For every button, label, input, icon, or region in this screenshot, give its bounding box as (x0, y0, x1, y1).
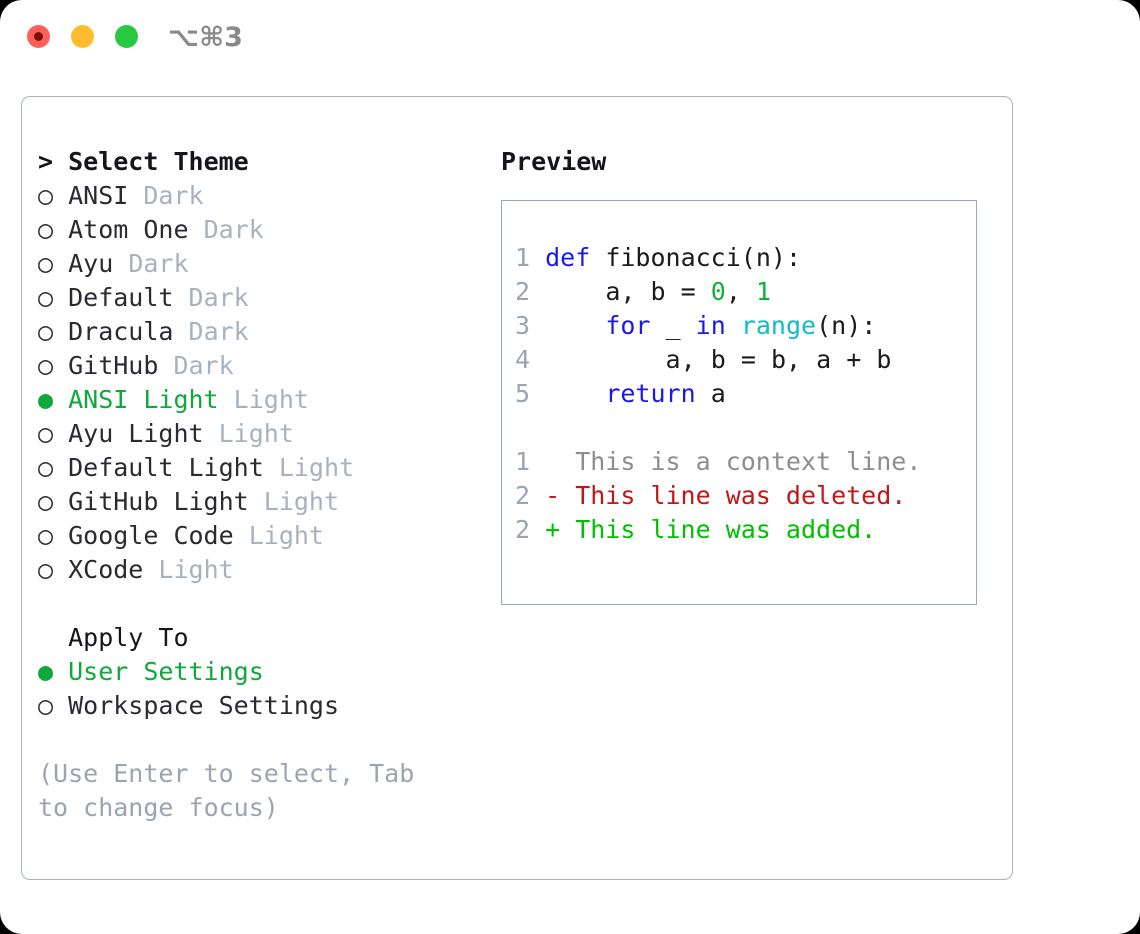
radio-unselected-icon: ○ (38, 419, 54, 448)
radio-unselected-icon: ○ (38, 215, 54, 244)
radio-selected-icon: ● (38, 385, 54, 414)
code-line: 3 for _ in range(n): (515, 309, 970, 343)
theme-option-default-light[interactable]: ○ Default Light Light (38, 451, 468, 485)
code-line: 4 a, b = b, a + b (515, 343, 970, 377)
line-number: 2 (515, 481, 531, 510)
theme-option-label: ANSI (53, 181, 129, 210)
window-controls (27, 25, 138, 48)
theme-option-xcode[interactable]: ○ XCode Light (38, 553, 468, 587)
theme-option-variant: Dark (113, 249, 189, 278)
theme-option-github-light[interactable]: ○ GitHub Light Light (38, 485, 468, 519)
line-number: 1 (515, 243, 531, 272)
theme-option-github[interactable]: ○ GitHub Dark (38, 349, 468, 383)
apply-to-label: Apply To (68, 623, 189, 652)
radio-unselected-icon: ○ (38, 555, 54, 584)
theme-option-variant: Light (143, 555, 234, 584)
line-number: 2 (515, 277, 531, 306)
theme-option-variant: Light (263, 453, 355, 482)
title-bar: ⌥⌘3 (0, 0, 1140, 78)
theme-option-label: GitHub Light (53, 487, 249, 516)
theme-option-label: ANSI Light (53, 385, 219, 414)
theme-option-label: Ayu Light (53, 419, 204, 448)
apply-to-option-user-settings[interactable]: ● User Settings (38, 655, 468, 689)
code-line: 5 return a (515, 377, 970, 411)
radio-unselected-icon: ○ (38, 283, 54, 312)
theme-option-variant: Dark (173, 317, 249, 346)
diff-line-text: - This line was deleted. (545, 481, 907, 510)
theme-option-variant: Light (218, 385, 309, 414)
theme-option-variant: Dark (173, 283, 249, 312)
line-number: 4 (515, 345, 531, 374)
maximize-button[interactable] (115, 25, 138, 48)
theme-option-variant: Dark (188, 215, 264, 244)
code-line: 2 a, b = 0, 1 (515, 275, 970, 309)
theme-option-variant: Light (203, 419, 294, 448)
apply-to-option-label: User Settings (53, 657, 264, 686)
main-panel: > Select Theme ○ ANSI Dark○ Atom One Dar… (21, 96, 1013, 880)
theme-option-label: Default Light (53, 453, 264, 482)
theme-option-default[interactable]: ○ Default Dark (38, 281, 468, 315)
close-button[interactable] (27, 25, 50, 48)
theme-option-ansi-light[interactable]: ● ANSI Light Light (38, 383, 468, 417)
diff-line-text: This is a context line. (545, 447, 922, 476)
line-number: 3 (515, 311, 531, 340)
radio-unselected-icon: ○ (38, 317, 54, 346)
theme-option-ayu-light[interactable]: ○ Ayu Light Light (38, 417, 468, 451)
theme-option-variant: Dark (158, 351, 234, 380)
diff-line-added: 2 + This line was added. (515, 513, 970, 547)
theme-option-label: Ayu (53, 249, 114, 278)
radio-unselected-icon: ○ (38, 351, 54, 380)
theme-picker-column: > Select Theme ○ ANSI Dark○ Atom One Dar… (38, 145, 468, 825)
theme-option-atom-one[interactable]: ○ Atom One Dark (38, 213, 468, 247)
theme-option-variant: Light (248, 487, 340, 516)
diff-line-deleted: 2 - This line was deleted. (515, 479, 970, 513)
theme-option-variant: Light (233, 521, 324, 550)
line-number: 5 (515, 379, 531, 408)
theme-option-label: Default (53, 283, 174, 312)
preview-heading: Preview (501, 147, 607, 176)
radio-unselected-icon: ○ (38, 453, 54, 482)
line-number: 1 (515, 447, 531, 476)
minimize-button[interactable] (71, 25, 94, 48)
radio-unselected-icon: ○ (38, 691, 54, 720)
apply-to-option-label: Workspace Settings (53, 691, 340, 720)
theme-option-dracula[interactable]: ○ Dracula Dark (38, 315, 468, 349)
theme-option-label: Google Code (53, 521, 234, 550)
hint-spacer (38, 723, 468, 757)
apply-to-option-workspace-settings[interactable]: ○ Workspace Settings (38, 689, 468, 723)
radio-unselected-icon: ○ (38, 487, 54, 516)
theme-option-label: XCode (53, 555, 144, 584)
line-number: 2 (515, 515, 531, 544)
keyboard-shortcut-label: ⌥⌘3 (168, 22, 243, 53)
radio-unselected-icon: ○ (38, 521, 54, 550)
radio-unselected-icon: ○ (38, 249, 54, 278)
section-spacer (38, 587, 468, 621)
theme-option-label: Dracula (53, 317, 174, 346)
radio-selected-icon: ● (38, 657, 54, 686)
theme-option-ayu[interactable]: ○ Ayu Dark (38, 247, 468, 281)
select-theme-heading: > Select Theme (38, 147, 249, 176)
keyboard-hint-text: (Use Enter to select, Tab to change focu… (38, 759, 430, 822)
diff-line-context: 1 This is a context line. (515, 445, 970, 479)
diff-line-text: + This line was added. (545, 515, 877, 544)
apply-to-option-list[interactable]: ● User Settings○ Workspace Settings (38, 655, 468, 723)
theme-option-label: Atom One (53, 215, 189, 244)
radio-unselected-icon: ○ (38, 181, 54, 210)
theme-option-list[interactable]: ○ ANSI Dark○ Atom One Dark○ Ayu Dark○ De… (38, 179, 468, 587)
theme-option-variant: Dark (128, 181, 204, 210)
theme-option-label: GitHub (53, 351, 159, 380)
theme-option-google-code[interactable]: ○ Google Code Light (38, 519, 468, 553)
theme-option-ansi[interactable]: ○ ANSI Dark (38, 179, 468, 213)
diff-sample: 1 This is a context line.2- This line wa… (515, 445, 970, 547)
